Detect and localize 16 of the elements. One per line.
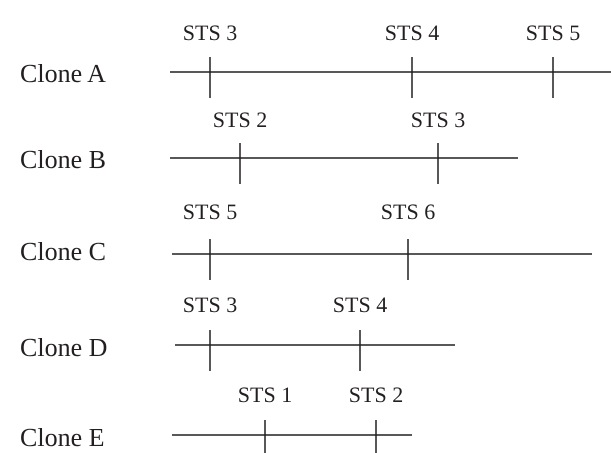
- clone-label: Clone A: [20, 61, 106, 87]
- sts-label: STS 2: [212, 109, 268, 131]
- sts-label: STS 6: [380, 201, 436, 223]
- sts-label: STS 5: [182, 201, 238, 223]
- sts-label: STS 3: [182, 294, 238, 316]
- sts-label: STS 5: [526, 22, 580, 44]
- clone-label: Clone C: [20, 239, 106, 265]
- clone-label: Clone B: [20, 147, 106, 173]
- sts-label: STS 2: [348, 384, 404, 406]
- clone-label: Clone E: [20, 425, 104, 451]
- sts-label: STS 1: [238, 384, 292, 406]
- sts-label: STS 3: [410, 109, 466, 131]
- sts-label: STS 4: [384, 22, 440, 44]
- sts-label: STS 3: [182, 22, 238, 44]
- sts-label: STS 4: [332, 294, 388, 316]
- clone-label: Clone D: [20, 335, 108, 361]
